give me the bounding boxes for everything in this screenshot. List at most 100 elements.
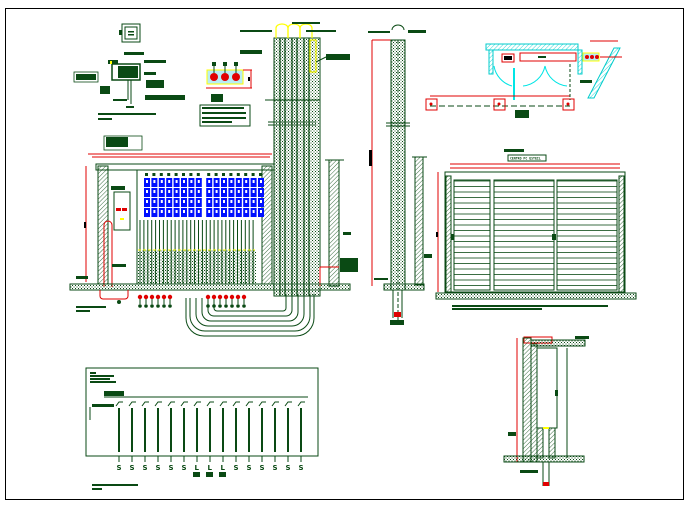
circuit-marker: S	[169, 464, 174, 472]
breaker-symbol	[180, 401, 188, 407]
breaker-handle	[197, 200, 200, 203]
breaker-symbol	[219, 401, 227, 407]
breaker-handle	[208, 210, 211, 213]
sld-circuit: S	[297, 401, 305, 472]
breaker-symbol	[167, 401, 175, 407]
breaker-terminal	[214, 173, 218, 176]
breaker-handle	[230, 200, 233, 203]
breaker-handle	[168, 200, 171, 203]
breaker-handle	[237, 180, 240, 183]
breaker-terminal	[251, 173, 255, 176]
breaker-handle	[215, 180, 218, 183]
breaker-terminal	[174, 173, 178, 176]
breaker-terminal	[244, 173, 248, 176]
breaker-handle	[252, 200, 255, 203]
outlet-breaker	[149, 294, 155, 300]
breaker-handle	[230, 180, 233, 183]
sld-circuit: L	[193, 401, 201, 477]
breaker-handle	[197, 210, 200, 213]
breaker-handle	[237, 200, 240, 203]
outlet-terminal	[162, 304, 166, 308]
breaker-handle	[160, 200, 163, 203]
outlet-terminal	[212, 304, 216, 308]
breaker-terminal	[167, 173, 171, 176]
breaker-symbol	[232, 401, 240, 407]
outlet-terminal	[236, 304, 240, 308]
breaker-handle	[215, 200, 218, 203]
breaker-symbol	[141, 401, 149, 407]
panel-front-elevation	[69, 153, 351, 312]
outlet-terminal	[224, 304, 228, 308]
breaker-terminal	[229, 173, 233, 176]
sld-circuit: S	[128, 401, 136, 472]
breaker-symbol	[154, 401, 162, 407]
outlet-breaker	[211, 294, 217, 300]
floor-breakers	[137, 294, 247, 308]
cabinet-door-elevation: CENTRO PC ESTEIL	[435, 149, 637, 310]
pole-section	[368, 24, 432, 325]
circuit-marker: S	[299, 464, 304, 472]
breaker-handle	[245, 190, 248, 193]
outlet-terminal	[206, 304, 210, 308]
breaker-terminal	[159, 173, 163, 176]
breaker-handle	[252, 210, 255, 213]
breaker-handle	[175, 180, 178, 183]
outlet-breaker	[155, 294, 161, 300]
circuit-marker: L	[208, 464, 213, 472]
breaker-handle	[153, 210, 156, 213]
room-plan	[425, 40, 622, 118]
breaker-handle	[197, 180, 200, 183]
outlet-terminal	[156, 304, 160, 308]
breaker-symbol	[128, 401, 136, 407]
outlet-breaker	[241, 294, 247, 300]
sld-circuit: S	[232, 401, 240, 472]
outlet-terminal	[230, 304, 234, 308]
breaker-handle	[153, 180, 156, 183]
breaker-handle	[252, 180, 255, 183]
breaker-terminal	[189, 173, 193, 176]
outlet-breaker	[217, 294, 223, 300]
breaker-grid	[144, 173, 264, 217]
breaker-handle	[260, 180, 262, 183]
breaker-handle	[183, 190, 185, 193]
breaker-terminal	[182, 173, 185, 176]
outlet-breaker	[137, 294, 143, 300]
sld-circuit: S	[271, 401, 279, 472]
breaker-handle	[197, 190, 200, 193]
breaker-handle	[245, 210, 248, 213]
breaker-symbol	[271, 401, 279, 407]
circuit-marker: S	[117, 464, 122, 472]
breaker-terminal	[222, 173, 225, 176]
breaker-handle	[160, 190, 163, 193]
breaker-handle	[160, 180, 163, 183]
breaker-handle	[215, 210, 218, 213]
sld-circuit: L	[219, 401, 227, 477]
circuit-marker: S	[182, 464, 187, 472]
breaker-handle	[183, 210, 185, 213]
breaker-detail	[199, 62, 252, 127]
breaker-handle	[190, 210, 193, 213]
breaker-handle	[230, 210, 233, 213]
circuit-marker: S	[130, 464, 135, 472]
outlet-terminal	[144, 304, 148, 308]
breaker-handle	[223, 210, 225, 213]
breaker-handle	[160, 210, 163, 213]
breaker-handle	[153, 190, 156, 193]
outlet-breaker	[143, 294, 149, 300]
breaker-handle	[230, 190, 233, 193]
breaker-terminal	[259, 173, 262, 176]
breaker-symbol	[258, 401, 266, 407]
breaker-terminal	[196, 173, 200, 176]
breaker-handle	[245, 200, 248, 203]
breaker-handle	[260, 190, 262, 193]
breaker-handle	[146, 200, 148, 203]
breaker-handle	[175, 210, 178, 213]
breaker-handle	[260, 210, 262, 213]
circuit-marker: S	[273, 464, 278, 472]
outlet-breaker	[235, 294, 241, 300]
outlet-terminal	[168, 304, 172, 308]
sld-circuit: S	[154, 401, 162, 472]
breaker-handle	[146, 180, 148, 183]
conduit-riser-section	[185, 22, 358, 337]
outlet-breaker	[167, 294, 173, 300]
